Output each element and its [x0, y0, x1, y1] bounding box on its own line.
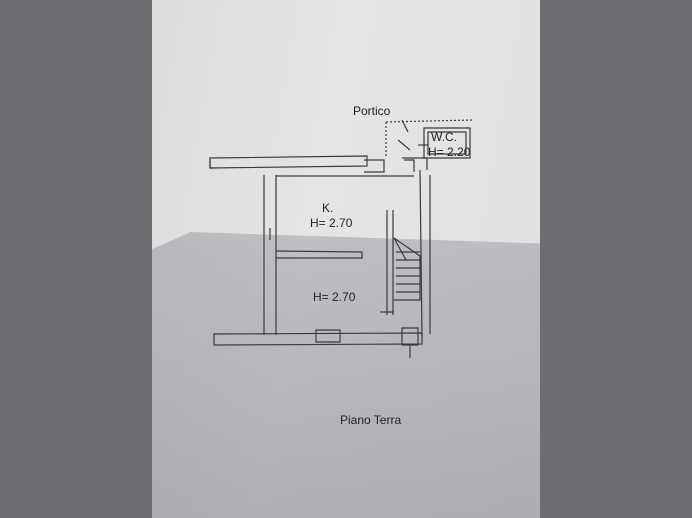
room-height-label: H= 2.70 [313, 290, 356, 304]
stair-wall [386, 210, 394, 315]
photo-shadow [152, 232, 540, 518]
wc-label: W.C. [431, 130, 457, 144]
bottom-wall [213, 332, 423, 346]
floor-name-label: Piano Terra [340, 413, 402, 427]
window-top-right [404, 159, 415, 172]
door-bottom [401, 327, 419, 346]
pillar-left [401, 119, 409, 133]
stairs-outline [393, 237, 421, 301]
left-wall [209, 158, 214, 169]
wc-height-label: H= 2.20 [428, 145, 471, 159]
portico-label: Portico [353, 104, 391, 118]
inner-partition [275, 250, 363, 259]
window-top [364, 159, 385, 173]
window-bottom [315, 329, 341, 343]
stair-diag [393, 237, 407, 261]
kitchen-height-label: H= 2.70 [310, 216, 353, 230]
paper-sheet: Portico W.C. H= 2.20 K. H= 2.70 H= 2.70 … [152, 0, 540, 518]
top-wall [209, 155, 368, 169]
wc-box [423, 127, 471, 159]
portico-dotted [385, 119, 473, 156]
east-wall-outer [419, 169, 423, 337]
kitchen-label: K. [322, 201, 334, 215]
pillar-right [397, 139, 411, 151]
wc-inner [427, 131, 467, 155]
floor-plan [209, 119, 473, 358]
